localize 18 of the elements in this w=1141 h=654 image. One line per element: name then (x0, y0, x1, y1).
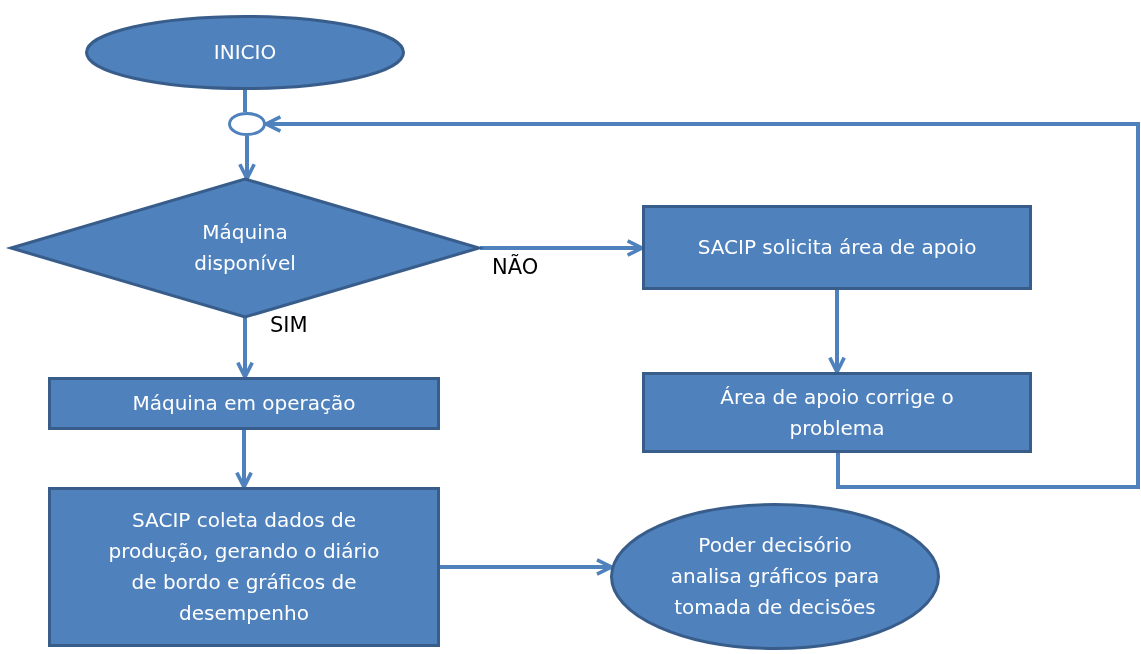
arrow (828, 290, 846, 374)
node-text: Máquina em operação (132, 390, 356, 417)
arrow (238, 136, 256, 181)
process-box (48, 487, 440, 647)
process-box (48, 377, 440, 430)
node-text: INICIO (213, 39, 277, 66)
arrow (264, 115, 1140, 489)
arrow (235, 430, 253, 489)
node-text: Área de apoio corrige o problema (719, 383, 955, 442)
process-box (642, 372, 1032, 453)
arrow (236, 318, 254, 379)
arrow (480, 239, 644, 257)
node-text: SACIP coleta dados de produção, gerando o diário de bordo e gráficos de desempenho (107, 507, 381, 627)
arrow (440, 558, 614, 576)
process-box (642, 205, 1032, 290)
node-text: SACIP solicita área de apoio (697, 234, 977, 261)
node-text: Máquina disponível (193, 219, 297, 277)
node-text: Poder decisório analisa gráficos para tomada de decisões (669, 532, 881, 621)
